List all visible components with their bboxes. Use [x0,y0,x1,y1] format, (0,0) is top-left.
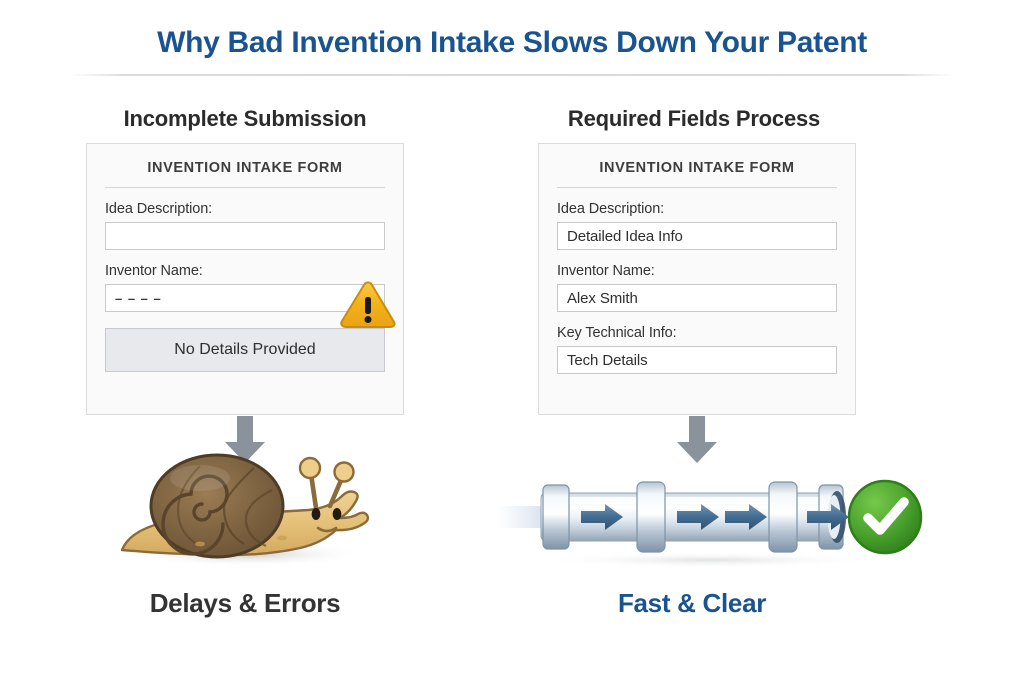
outcome-label-left: Delays & Errors [45,584,445,628]
field-input-idea-description-right[interactable]: Detailed Idea Info [557,222,837,250]
field-input-inventor-name-right[interactable]: Alex Smith [557,284,837,312]
form-card-title-left: INVENTION INTAKE FORM [147,160,343,176]
green-check-circle-icon [847,479,923,555]
down-arrow-icon-right [677,416,717,463]
down-arrow-icon-left [225,416,265,463]
field-label-idea-description-left: Idea Description: [105,201,213,217]
form-card-divider-left [105,187,385,188]
intake-form-card-complete: INVENTION INTAKE FORM Idea Description: … [538,143,856,415]
form-body-right: Idea Description: Detailed Idea Info Inv… [539,201,855,374]
field-label-idea-description-right: Idea Description: [557,201,665,217]
field-label-key-technical-info: Key Technical Info: [557,325,677,341]
column-heading-left: Incomplete Submission [123,106,367,131]
intake-form-card-incomplete: INVENTION INTAKE FORM Idea Description: … [86,143,404,415]
outcome-label-right: Fast & Clear [492,582,892,630]
field-input-inventor-name-left[interactable]: – – – – [105,284,385,312]
snail-icon [120,453,370,567]
form-body-left: Idea Description: Inventor Name: – – – –… [87,201,403,372]
outcome-text-right: Fast & Clear [617,588,767,618]
page-title: Why Bad Invention Intake Slows Down Your… [157,26,867,59]
title-divider [70,74,954,76]
outcome-text-left: Delays & Errors [149,588,341,618]
pipeline-icon [497,479,923,568]
field-label-inventor-name-left: Inventor Name: [105,263,203,279]
form-card-title-right: INVENTION INTAKE FORM [599,160,795,176]
warning-triangle-icon [340,281,396,328]
field-input-key-technical-info[interactable]: Tech Details [557,346,837,374]
status-bar-no-details: No Details Provided [105,328,385,372]
field-input-idea-description-left[interactable] [105,222,385,250]
column-heading-right: Required Fields Process [567,106,821,131]
form-card-divider-right [557,187,837,188]
field-label-inventor-name-right: Inventor Name: [557,263,655,279]
